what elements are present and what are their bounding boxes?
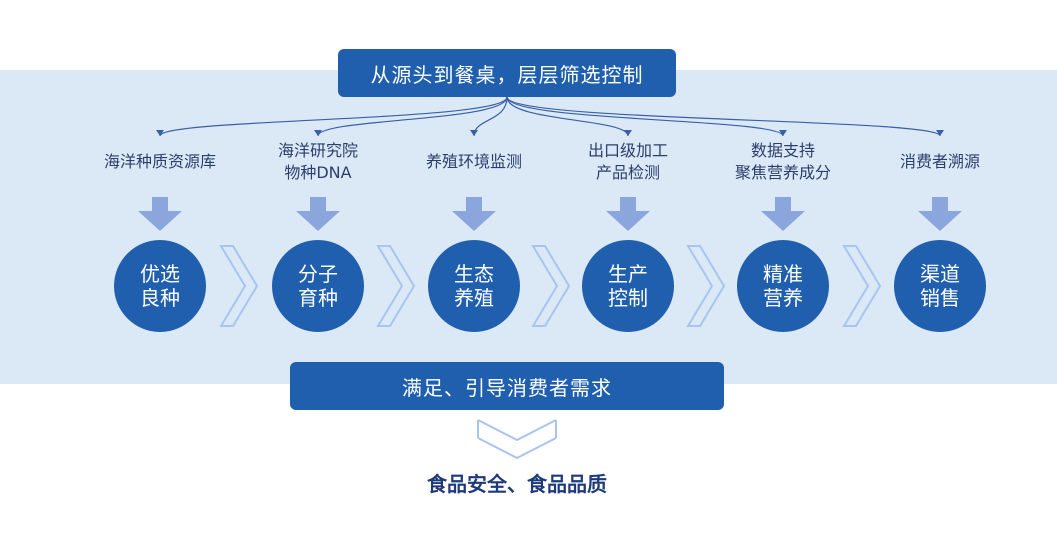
stage-label: 养殖环境监测 bbox=[425, 152, 522, 171]
stage-circle: 精准 营养 bbox=[737, 240, 829, 332]
branch-line bbox=[506, 96, 629, 137]
branch-connectors bbox=[156, 96, 944, 137]
stage-circle: 生产 控制 bbox=[582, 240, 674, 332]
stage-label: 出口级加工 产品检测 bbox=[587, 141, 668, 182]
branch-arrowhead bbox=[156, 130, 164, 136]
stage-circle: 分子 育种 bbox=[272, 240, 364, 332]
title-banner: 从源头到餐桌，层层筛选控制 bbox=[338, 49, 676, 97]
background-band bbox=[0, 70, 1057, 384]
stage-label: 数据支持 聚焦营养成分 bbox=[734, 141, 831, 182]
chevron-right-icon bbox=[376, 245, 416, 327]
branch-line bbox=[317, 96, 508, 137]
branch-arrowhead bbox=[470, 130, 478, 136]
down-arrow-icon bbox=[138, 197, 182, 231]
branch-line bbox=[159, 96, 508, 137]
stage-label: 海洋研究院 物种DNA bbox=[277, 141, 358, 182]
branch-arrowhead bbox=[779, 130, 787, 136]
branch-line bbox=[506, 96, 784, 137]
branch-line bbox=[506, 96, 941, 137]
branch-arrowhead bbox=[624, 130, 632, 136]
branch-arrowhead bbox=[936, 130, 944, 136]
stage-label: 海洋种质资源库 bbox=[103, 152, 216, 171]
stage-circle: 生态 养殖 bbox=[428, 240, 520, 332]
stage-label: 消费者溯源 bbox=[899, 152, 980, 171]
chevron-right-icon bbox=[219, 245, 259, 327]
chevron-right-icon bbox=[685, 245, 725, 327]
down-arrow-icon bbox=[296, 197, 340, 231]
down-arrow-icon bbox=[918, 197, 962, 231]
chevron-right-icon bbox=[531, 245, 571, 327]
down-chevron-icon bbox=[477, 419, 557, 460]
bottom-banner: 满足、引导消费者需求 bbox=[290, 362, 724, 410]
chevron-right-icon bbox=[841, 245, 881, 327]
result-text: 食品安全、食品品质 bbox=[427, 472, 607, 496]
branch-arrowhead bbox=[314, 130, 322, 136]
stage-circle: 优选 良种 bbox=[114, 240, 206, 332]
stage-circle: 渠道 销售 bbox=[894, 240, 986, 332]
down-arrow-icon bbox=[452, 197, 496, 231]
down-arrow-icon bbox=[761, 197, 805, 231]
down-arrow-icon bbox=[606, 197, 650, 231]
